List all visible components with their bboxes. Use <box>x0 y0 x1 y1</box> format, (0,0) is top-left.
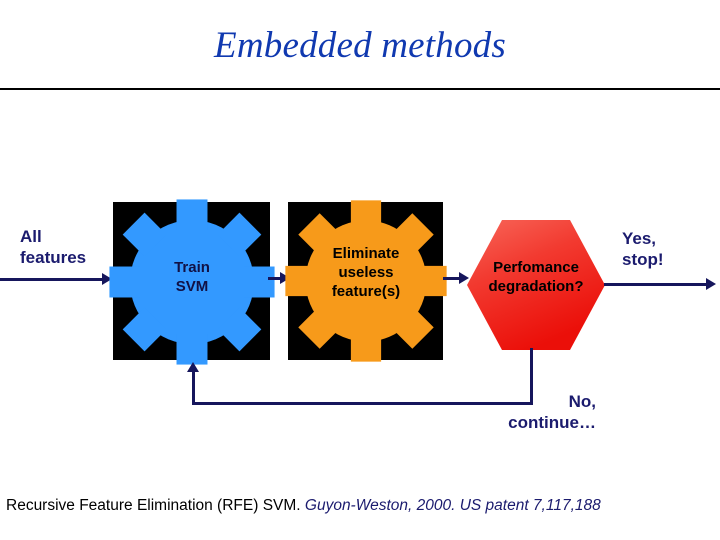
connector-decision-no-down <box>530 348 533 405</box>
branch-yes-line-2: stop! <box>622 250 664 269</box>
input-label-all-features: All features <box>20 226 116 268</box>
input-label-line-2: features <box>20 248 87 267</box>
title-divider <box>0 88 720 90</box>
arrowhead-feedback-to-train <box>187 362 199 372</box>
footnote-citation: Guyon-Weston, 2000. US patent 7,117,188 <box>304 497 601 514</box>
connector-feedback-horizontal <box>192 402 533 405</box>
branch-label-no: No, continue… <box>430 391 596 433</box>
arrowhead-train-to-eliminate <box>280 272 290 284</box>
branch-no-line-2: continue… <box>508 413 596 432</box>
branch-yes-line-1: Yes, <box>622 229 657 248</box>
input-label-line-1: All <box>20 227 42 246</box>
footnote: Recursive Feature Elimination (RFE) SVM.… <box>6 496 718 516</box>
footnote-main-text: Recursive Feature Elimination (RFE) SVM. <box>6 497 305 514</box>
page-title: Embedded methods <box>214 25 506 66</box>
connector-train-to-eliminate <box>268 277 284 280</box>
connector-decision-yes <box>604 283 710 286</box>
connector-eliminate-to-decision <box>443 277 465 280</box>
branch-label-yes: Yes, stop! <box>622 228 712 270</box>
arrowhead-eliminate-to-decision <box>459 272 469 284</box>
connector-input-to-train <box>0 278 104 281</box>
gear-eliminate-features[interactable]: Eliminate useless feature(s) <box>282 196 450 366</box>
branch-no-line-1: No, <box>568 392 596 411</box>
connector-feedback-up <box>192 372 195 404</box>
arrowhead-input-to-train <box>102 273 112 285</box>
arrowhead-decision-yes <box>706 278 716 290</box>
gear-train-svm[interactable]: Train SVM <box>106 196 278 368</box>
decision-performance-degradation[interactable]: Perfomance degradation? <box>466 218 606 352</box>
